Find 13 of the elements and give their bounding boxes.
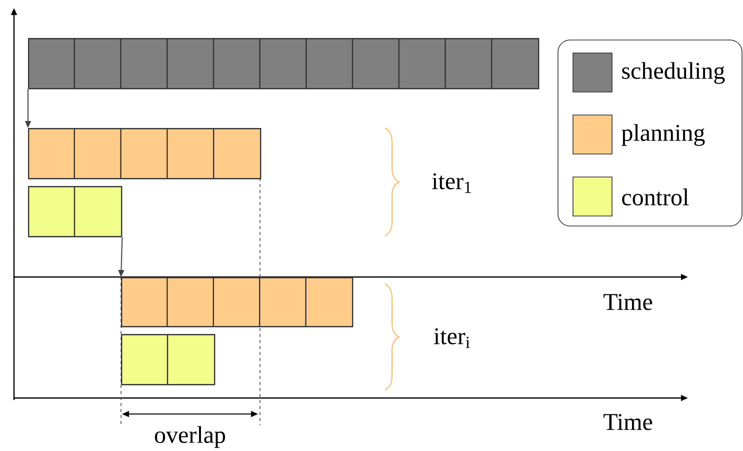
task-bar — [28, 186, 122, 238]
axis-label: Time — [604, 414, 652, 430]
task-bar — [121, 334, 216, 386]
dimension-label: overlap — [154, 426, 226, 448]
iteration-label: iter$_{1}$ — [432, 173, 471, 193]
task-bar — [121, 277, 354, 328]
axis-label: Time — [604, 294, 652, 310]
legend-label: planning — [622, 124, 705, 146]
legend-label: scheduling — [622, 62, 725, 84]
task-bar — [28, 38, 540, 90]
iteration-label: iter$_{i}$ — [434, 328, 470, 348]
legend-label: control — [622, 188, 689, 206]
task-bar — [28, 128, 262, 180]
